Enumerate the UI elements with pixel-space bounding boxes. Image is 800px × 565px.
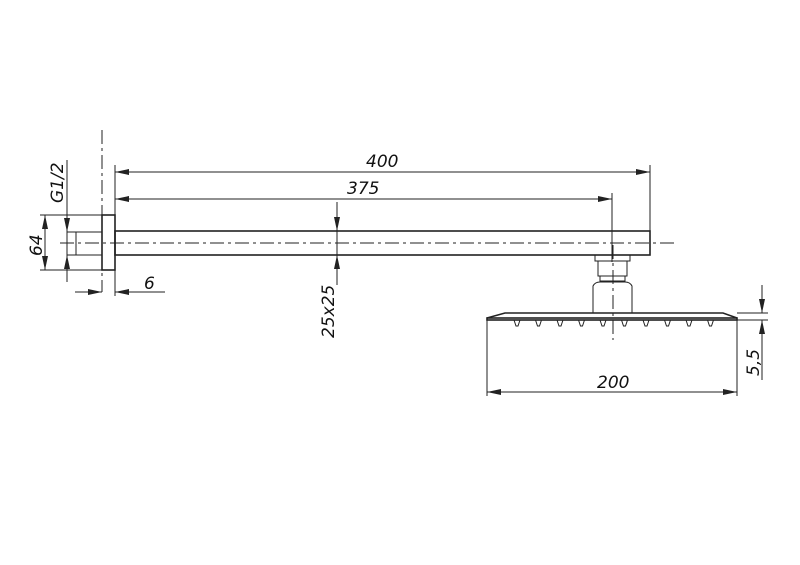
nozzle bbox=[513, 319, 521, 327]
dim-g12 bbox=[64, 160, 76, 282]
shower-arm bbox=[114, 230, 651, 256]
label-200: 200 bbox=[597, 373, 629, 393]
dim-200 bbox=[486, 320, 738, 396]
dim-375 bbox=[115, 193, 613, 262]
thread-nipple bbox=[75, 231, 103, 256]
nozzle bbox=[621, 319, 628, 327]
nozzle bbox=[664, 319, 671, 327]
nozzle bbox=[556, 319, 564, 327]
nozzle bbox=[685, 319, 693, 327]
dim-64 bbox=[40, 214, 102, 271]
shower-head bbox=[486, 312, 738, 327]
label-25x25: 25x25 bbox=[319, 285, 339, 338]
label-375: 375 bbox=[347, 179, 379, 199]
label-5-5: 5,5 bbox=[744, 349, 764, 376]
nozzle bbox=[599, 319, 607, 327]
nozzle bbox=[707, 319, 714, 327]
nozzle bbox=[578, 319, 585, 327]
label-64: 64 bbox=[27, 234, 47, 256]
nozzle bbox=[642, 319, 650, 327]
label-400: 400 bbox=[366, 152, 398, 172]
nozzle bbox=[535, 319, 542, 327]
label-g12: G1/2 bbox=[48, 162, 68, 203]
dim-400 bbox=[114, 165, 651, 231]
dim-6 bbox=[75, 255, 165, 296]
label-6: 6 bbox=[144, 274, 155, 294]
dim-5-5 bbox=[737, 285, 768, 380]
